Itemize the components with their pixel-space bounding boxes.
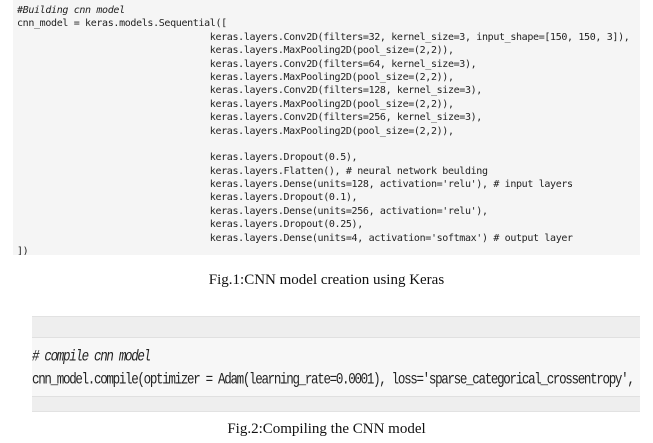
code-line: keras.layers.Dropout(0.5), xyxy=(17,152,358,164)
cell-top-band xyxy=(32,317,640,338)
figure-1-caption: Fig.1:CNN model creation using Keras xyxy=(208,272,445,288)
cell-bottom-band xyxy=(32,396,640,411)
code-comment-line: # compile cnn model xyxy=(32,348,151,366)
code-line: cnn_model = keras.models.Sequential([ xyxy=(17,18,227,30)
code-line: keras.layers.MaxPooling2D(pool_size=(2,2… xyxy=(17,125,454,137)
code-line: keras.layers.Conv2D(filters=64, kernel_s… xyxy=(17,58,477,70)
code-line: keras.layers.MaxPooling2D(pool_size=(2,2… xyxy=(17,71,454,83)
code-line: keras.layers.Dense(units=4, activation='… xyxy=(17,232,573,244)
code-line: keras.layers.MaxPooling2D(pool_size=(2,2… xyxy=(17,45,454,57)
code-block-compile: # compile cnn model cnn_model.compile(op… xyxy=(32,316,640,412)
code-line: keras.layers.Conv2D(filters=256, kernel_… xyxy=(17,112,483,124)
code-line: keras.layers.MaxPooling2D(pool_size=(2,2… xyxy=(17,98,454,110)
code-block-model-creation: #Building cnn model cnn_model = keras.mo… xyxy=(13,0,640,255)
figure-2-caption: Fig.2:Compiling the CNN model xyxy=(227,421,426,437)
code-line: keras.layers.Dense(units=256, activation… xyxy=(17,205,488,217)
code-line: #Building cnn model xyxy=(17,5,125,16)
code-line: keras.layers.Conv2D(filters=128, kernel_… xyxy=(17,85,483,97)
code-line: keras.layers.Dense(units=128, activation… xyxy=(17,179,573,191)
code-line: cnn_model.compile(optimizer = Adam(learn… xyxy=(32,371,640,389)
code-line: keras.layers.Dropout(0.25), xyxy=(17,219,363,231)
code-line: ]) xyxy=(17,246,29,255)
code-line: keras.layers.Conv2D(filters=32, kernel_s… xyxy=(17,31,630,43)
code-line: keras.layers.Dropout(0.1), xyxy=(17,192,358,204)
code-line xyxy=(17,138,640,151)
code-line: keras.layers.Flatten(), # neural network… xyxy=(17,165,488,177)
